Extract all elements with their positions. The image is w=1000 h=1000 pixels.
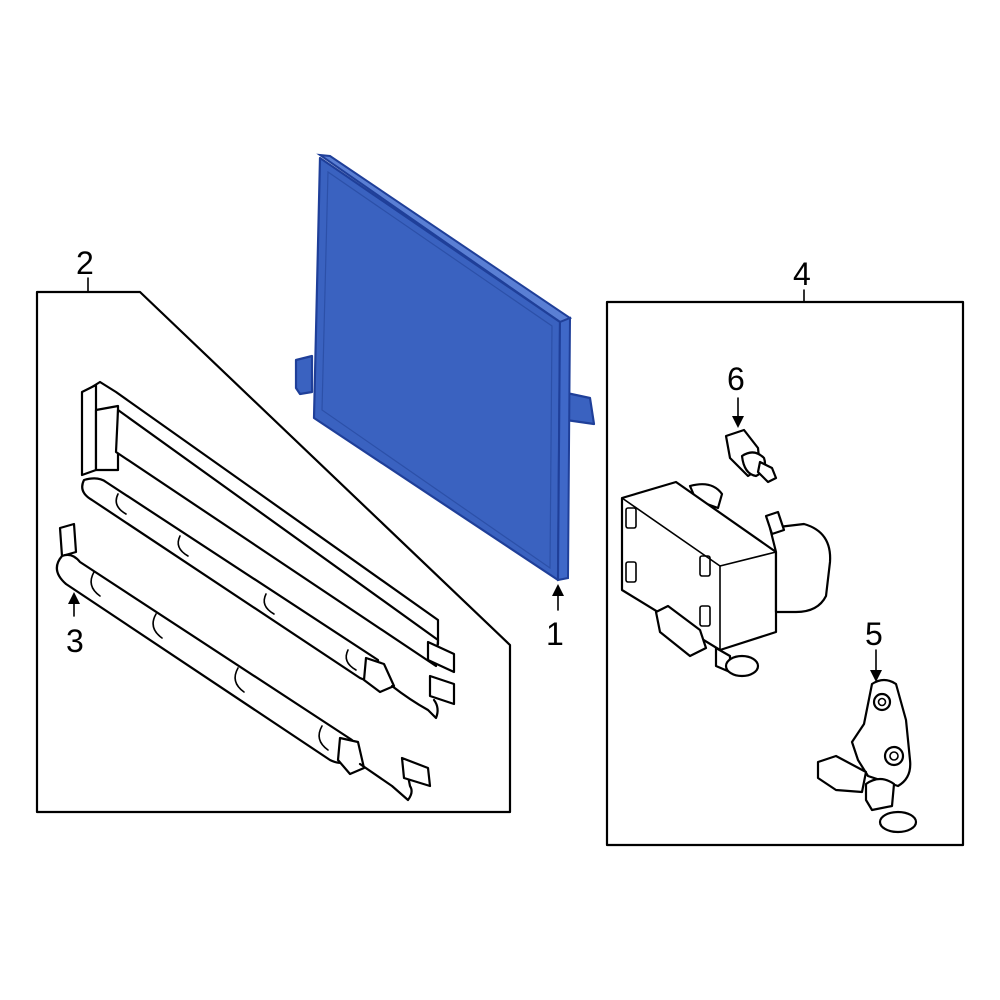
cooler-end-bracket xyxy=(80,383,98,477)
condenser-left-tab xyxy=(294,354,314,396)
lower-tube-line[interactable] xyxy=(55,522,432,802)
mounting-bracket[interactable] xyxy=(816,678,918,834)
callout-6-arrowhead xyxy=(732,416,744,428)
condenser-inner-border xyxy=(321,170,553,570)
callout-3-arrowhead xyxy=(68,592,80,604)
cooler-outlet-pipe xyxy=(390,684,439,720)
lower-tube-ring-1 xyxy=(90,571,101,597)
lower-tube-ring-3 xyxy=(234,667,245,693)
cooler-tab-2 xyxy=(428,674,456,706)
callout-3-label: 3 xyxy=(66,623,84,659)
cooler-tube-ring-1 xyxy=(115,493,127,515)
mounting-bracket-hole-bottom xyxy=(883,745,905,767)
control-module-slot-2 xyxy=(625,561,637,583)
cooler-face xyxy=(114,408,440,668)
callout-5-label: 5 xyxy=(865,616,883,652)
group-2-border xyxy=(35,290,512,814)
mounting-bracket-hole-top xyxy=(872,692,892,712)
lower-tube-fitting xyxy=(336,736,366,776)
mounting-bracket-hole-bottom-inner xyxy=(889,751,899,761)
callout-1-label: 1 xyxy=(546,616,564,652)
lower-tube-end-clip xyxy=(58,522,78,558)
lower-tube-ring-4 xyxy=(318,725,329,751)
lower-tube-end-block xyxy=(400,756,432,788)
cooler-tube-ring-4 xyxy=(345,649,357,671)
control-module-mount-stub xyxy=(688,483,724,510)
control-module-connector-tab xyxy=(764,510,786,536)
mounting-bracket-post xyxy=(864,777,896,812)
mounting-bracket-hole-top-inner xyxy=(877,697,887,707)
control-module-connector xyxy=(768,522,832,614)
condenser-part[interactable] xyxy=(294,153,596,582)
small-sensor-tip xyxy=(756,460,778,484)
control-module-bottom-mount xyxy=(654,604,708,658)
lower-tube-body xyxy=(55,553,356,765)
cooler-tab-1 xyxy=(426,640,456,674)
callout-5-arrowhead xyxy=(870,670,882,682)
cooler-assembly[interactable] xyxy=(80,380,456,720)
lower-tube-ring-2 xyxy=(152,613,163,639)
control-module[interactable] xyxy=(620,480,832,678)
condenser-side-tank xyxy=(556,316,572,582)
callout-6-label: 6 xyxy=(727,361,745,397)
mounting-bracket-arm xyxy=(816,754,868,794)
callout-2-label: 2 xyxy=(76,245,94,281)
lower-tube-outlet-pipe xyxy=(358,762,413,802)
control-module-slot-3 xyxy=(699,555,711,577)
condenser-core xyxy=(312,156,562,582)
group-4-border xyxy=(605,300,965,847)
cooler-end-block xyxy=(94,404,120,472)
control-module-slot-1 xyxy=(625,507,637,529)
cooler-tube-ring-3 xyxy=(263,593,275,615)
cooler-fitting xyxy=(362,656,396,694)
mounting-bracket-foot-pad xyxy=(878,810,918,834)
small-sensor[interactable] xyxy=(724,428,778,484)
callout-1-arrowhead xyxy=(552,584,564,596)
control-module-slot-4 xyxy=(699,605,711,627)
cooler-tube-ring-2 xyxy=(177,535,189,557)
callout-4-label: 4 xyxy=(793,256,811,292)
control-module-housing xyxy=(620,480,778,652)
control-module-foot-pad xyxy=(724,654,760,678)
